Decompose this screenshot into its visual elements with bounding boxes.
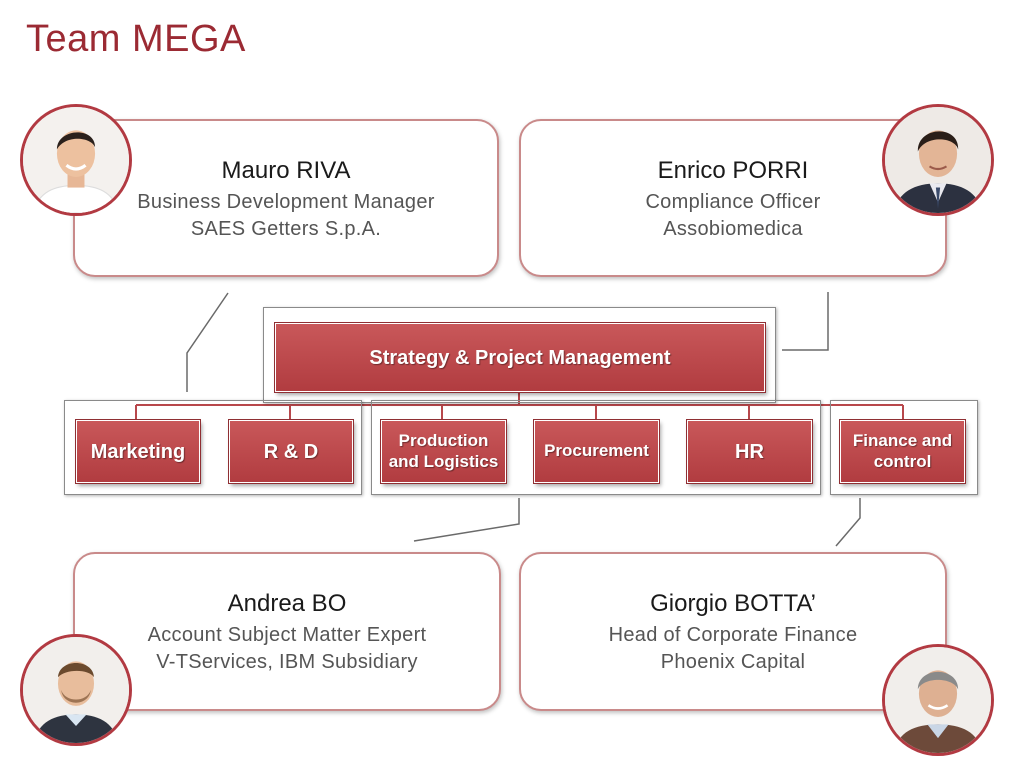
strategy-box: Strategy & Project Management	[275, 323, 765, 392]
person-role: Account Subject Matter Expert	[147, 624, 427, 646]
person-role: Compliance Officer	[645, 191, 821, 213]
person-role: Head of Corporate Finance	[608, 624, 858, 646]
card-enrico-porri: Enrico PORRI Compliance Officer Assobiom…	[519, 119, 947, 277]
person-name: Andrea BO	[227, 590, 347, 617]
person-org: Assobiomedica	[663, 218, 803, 240]
portrait-icon	[23, 107, 129, 213]
avatar-giorgio-botta	[882, 644, 994, 756]
portrait-icon	[885, 107, 991, 213]
person-org: Phoenix Capital	[660, 651, 806, 673]
unit-marketing: Marketing	[76, 420, 200, 483]
pointer-bo	[413, 498, 520, 542]
group-finance	[830, 400, 978, 495]
group-marketing-rd	[64, 400, 362, 495]
person-name: Enrico PORRI	[657, 157, 809, 184]
person-name: Mauro RIVA	[221, 157, 351, 184]
avatar-mauro-riva	[20, 104, 132, 216]
card-mauro-riva: Mauro RIVA Business Development Manager …	[73, 119, 499, 277]
person-org: V-TServices, IBM Subsidiary	[156, 651, 418, 673]
card-giorgio-botta: Giorgio BOTTA’ Head of Corporate Finance…	[519, 552, 947, 711]
pointer-porri	[782, 292, 829, 351]
unit-hr: HR	[687, 420, 812, 483]
person-name: Giorgio BOTTA’	[650, 590, 816, 617]
unit-finance-control: Finance and control	[840, 420, 965, 483]
card-andrea-bo: Andrea BO Account Subject Matter Expert …	[73, 552, 501, 711]
avatar-andrea-bo	[20, 634, 132, 746]
avatar-enrico-porri	[882, 104, 994, 216]
page-title: Team MEGA	[26, 18, 246, 60]
person-org: SAES Getters S.p.A.	[190, 218, 382, 240]
pointer-botta	[835, 498, 861, 547]
unit-procurement: Procurement	[534, 420, 659, 483]
pointer-riva	[186, 292, 229, 392]
unit-rd: R & D	[229, 420, 353, 483]
person-role: Business Development Manager	[137, 191, 435, 213]
top-frame	[263, 307, 776, 403]
unit-production-logistics: Production and Logistics	[381, 420, 506, 483]
portrait-icon	[885, 647, 991, 753]
portrait-icon	[23, 637, 129, 743]
group-operations	[371, 400, 821, 495]
